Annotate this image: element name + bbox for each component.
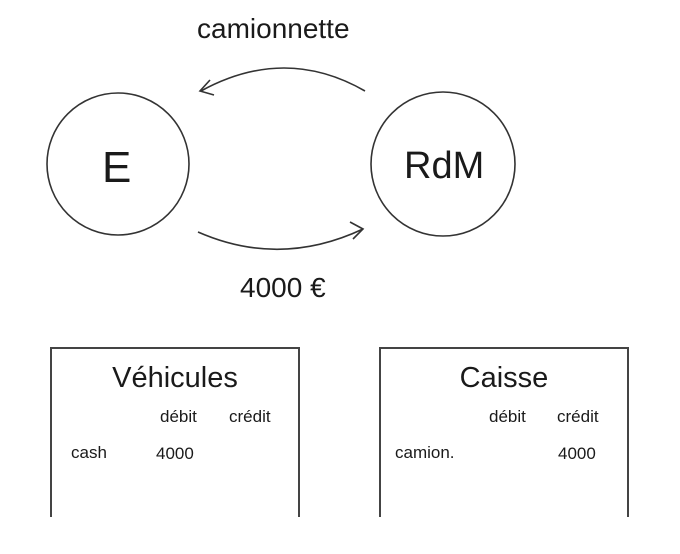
credit-header: crédit xyxy=(557,407,599,426)
credit-header: crédit xyxy=(229,407,271,426)
node-e-circle xyxy=(46,92,190,236)
row-label: cash xyxy=(71,443,107,462)
node-e-label: E xyxy=(102,143,132,192)
t-account-caisse: Caisse débit crédit camion. 4000 xyxy=(379,347,629,517)
arrow-top-head xyxy=(198,79,215,96)
flow-label-bottom: 4000 € xyxy=(240,272,326,303)
t-account-vehicules: Véhicules débit crédit cash 4000 xyxy=(50,347,300,517)
node-rdm-label: RdM xyxy=(404,145,485,187)
debit-value: 4000 xyxy=(156,444,194,463)
t-account-title: Caisse xyxy=(459,362,549,394)
arrow-bottom xyxy=(197,228,364,251)
t-account-title: Véhicules xyxy=(112,362,238,394)
arrow-top xyxy=(200,67,366,92)
flow-label-top: camionnette xyxy=(197,13,350,44)
credit-value: 4000 xyxy=(558,444,596,463)
node-rdm-circle xyxy=(370,91,516,237)
row-label: camion. xyxy=(395,443,455,462)
arrow-bottom-head xyxy=(349,221,365,240)
debit-header: débit xyxy=(489,407,526,426)
debit-header: débit xyxy=(160,407,197,426)
